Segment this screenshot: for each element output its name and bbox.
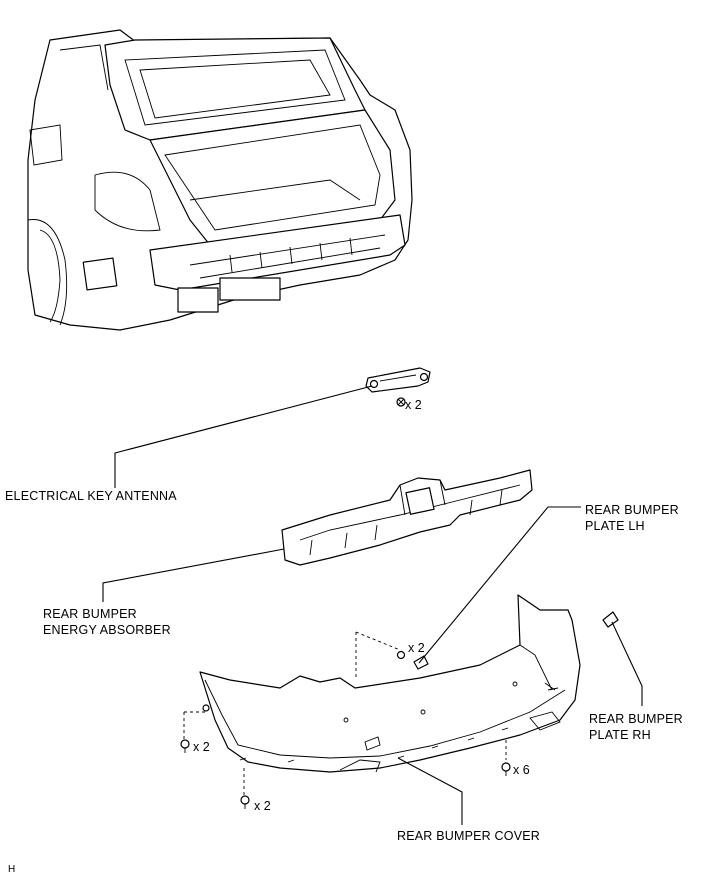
label-rear-bumper-plate-lh-line1: REAR BUMPER (585, 503, 679, 517)
side-screw (180, 704, 210, 753)
label-rear-bumper-plate-rh: REAR BUMPER PLATE RH (589, 711, 683, 743)
lower-clip (501, 740, 511, 776)
label-rear-bumper-plate-rh-line1: REAR BUMPER (589, 712, 683, 726)
leader-lines (102, 385, 643, 825)
label-energy-absorber-line1: REAR BUMPER (43, 607, 137, 621)
rear-bumper-plate-rh (602, 611, 619, 628)
antenna-nut (396, 397, 406, 407)
bottom-screw (240, 768, 250, 809)
vehicle-rear-body (27, 29, 413, 331)
label-rear-bumper-plate-lh-line2: PLATE LH (585, 519, 645, 533)
rear-bumper-cover (199, 594, 581, 773)
label-rear-bumper-cover: REAR BUMPER COVER (397, 829, 541, 843)
electrical-key-antenna (365, 367, 431, 393)
label-rear-bumper-energy-absorber: REAR BUMPER ENERGY ABSORBER (43, 606, 171, 638)
qty-plate-lh-clips: x 2 (408, 641, 425, 655)
plate-lh-clip (355, 631, 406, 680)
label-rear-bumper-plate-rh-line2: PLATE RH (589, 728, 651, 742)
footer-code: H (8, 864, 16, 875)
label-rear-bumper-plate-lh: REAR BUMPER PLATE LH (585, 502, 679, 534)
rear-bumper-plate-lh (413, 655, 429, 670)
qty-antenna-nuts: x 2 (405, 398, 422, 412)
qty-bottom-screws: x 2 (254, 799, 271, 813)
qty-lower-clips: x 6 (513, 763, 530, 777)
label-electrical-key-antenna: ELECTRICAL KEY ANTENNA (5, 489, 177, 503)
label-energy-absorber-line2: ENERGY ABSORBER (43, 623, 171, 637)
rear-bumper-energy-absorber (281, 469, 533, 566)
qty-side-screws: x 2 (193, 740, 210, 754)
